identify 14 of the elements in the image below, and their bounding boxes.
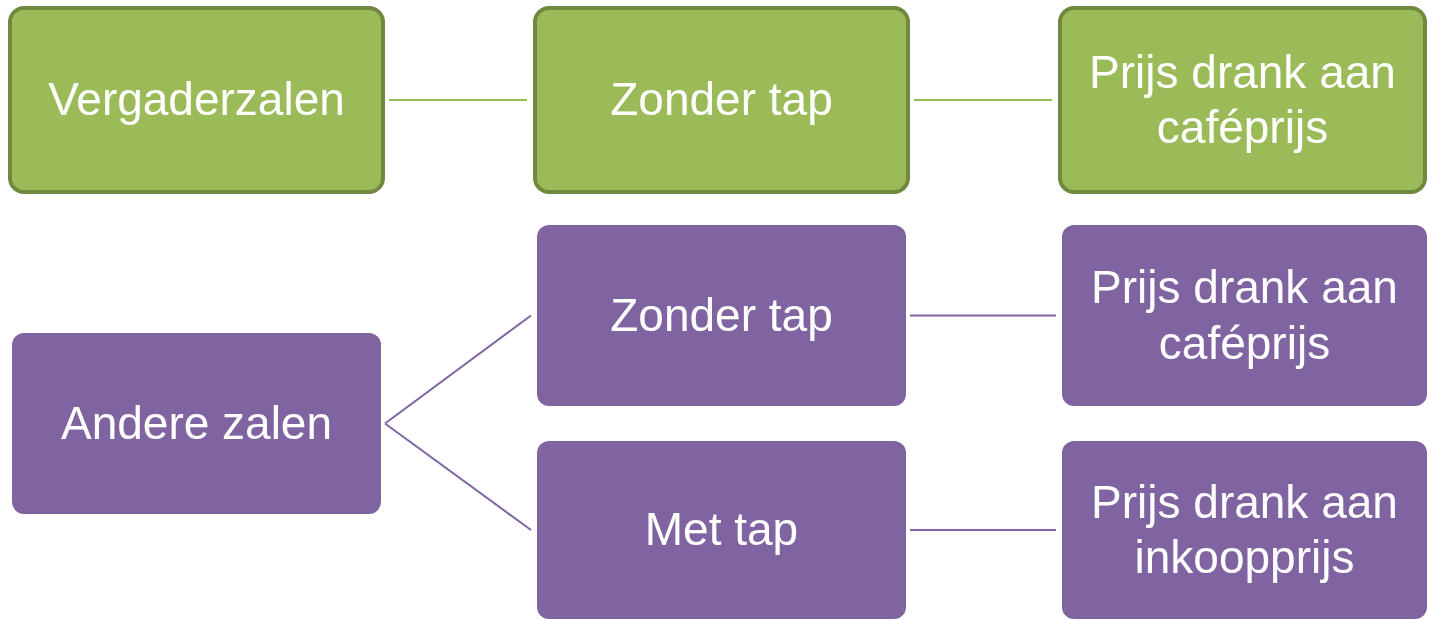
connector-line: [384, 422, 532, 531]
process-box: Prijs drank aan inkoopprijs: [1062, 441, 1427, 619]
connector-line: [388, 99, 528, 101]
connector-line: [913, 99, 1053, 101]
process-box: Prijs drank aan caféprijs: [1062, 225, 1427, 406]
process-box: Vergaderzalen: [8, 6, 385, 194]
connector-line: [384, 314, 532, 425]
connector-line: [909, 529, 1057, 531]
process-box: Met tap: [537, 441, 906, 619]
process-box: Zonder tap: [533, 6, 910, 194]
process-box: Prijs drank aan caféprijs: [1058, 6, 1427, 194]
process-box: Zonder tap: [537, 225, 906, 406]
connector-line: [909, 314, 1057, 317]
process-box: Andere zalen: [12, 333, 381, 514]
